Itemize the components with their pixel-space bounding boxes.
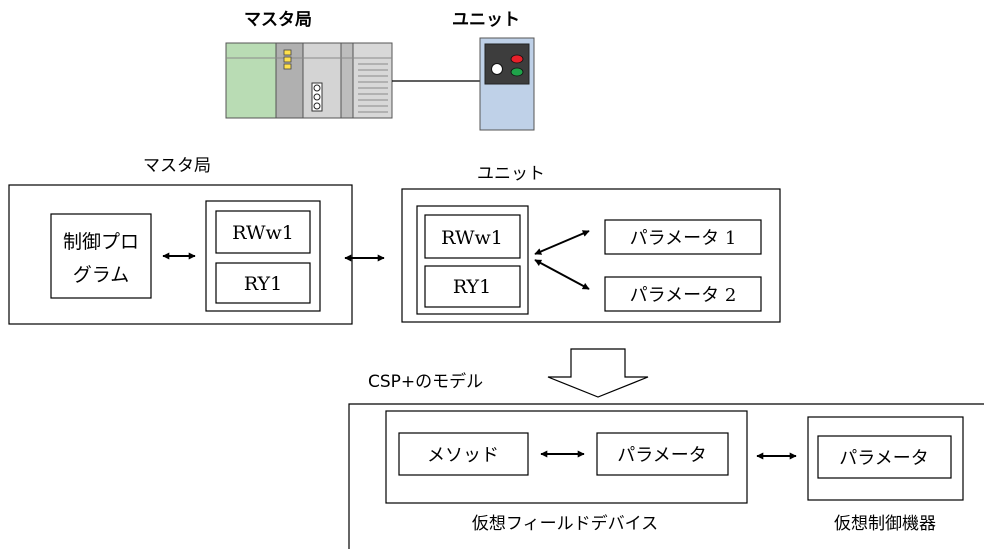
master-register-group-box — [205, 200, 321, 312]
hardware-unit-caption: ユニット — [452, 10, 520, 30]
transform-down-arrow — [547, 348, 649, 398]
master-rww1-box — [215, 210, 311, 254]
unit-ry1-label: RY1 — [453, 276, 491, 298]
virtual-field-device-caption: 仮想フィールドデバイス — [472, 513, 658, 534]
hardware-master-caption: マスタ局 — [244, 10, 312, 30]
device-parameter-box — [596, 432, 729, 476]
unit-parameter1-box — [604, 219, 762, 255]
unit-rww1-label: RWw1 — [441, 227, 503, 249]
unit-device-illustration — [479, 37, 535, 131]
device-parameter-label: パラメータ — [617, 445, 706, 466]
virtual-control-device-caption: 仮想制御機器 — [834, 514, 936, 534]
method-box — [398, 432, 529, 476]
control-program-label-line2: グラム — [73, 264, 129, 286]
unit-title: ユニット — [477, 164, 545, 184]
control-parameter-label: パラメータ — [839, 448, 928, 469]
master-ry1-label: RY1 — [244, 273, 282, 295]
unit-register-group-box — [416, 205, 529, 315]
csp-model-frame — [348, 403, 984, 549]
unit-rww1-box — [424, 214, 521, 259]
control-program-label-line1: 制御プロ — [63, 231, 139, 253]
virtual-control-device-box — [807, 416, 964, 501]
register-param2-arrow — [534, 259, 590, 290]
control-parameter-box — [817, 435, 952, 479]
control-program-box — [50, 213, 152, 299]
plc-master-illustration — [225, 42, 393, 119]
unit-parameter1-label: パラメータ 1 — [630, 228, 737, 249]
unit-ry1-box — [424, 265, 521, 308]
unit-parameter2-box — [604, 276, 762, 312]
register-param1-arrow — [534, 230, 590, 255]
method-label: メソッド — [427, 445, 499, 466]
csp-model-label: CSP+のモデル — [368, 371, 483, 392]
master-station-title: マスタ局 — [143, 156, 211, 176]
unit-box — [401, 188, 781, 323]
master-ry1-box — [215, 262, 311, 304]
unit-parameter2-label: パラメータ 2 — [630, 285, 737, 306]
virtual-field-device-box — [385, 410, 748, 504]
master-rww1-label: RWw1 — [232, 222, 294, 244]
